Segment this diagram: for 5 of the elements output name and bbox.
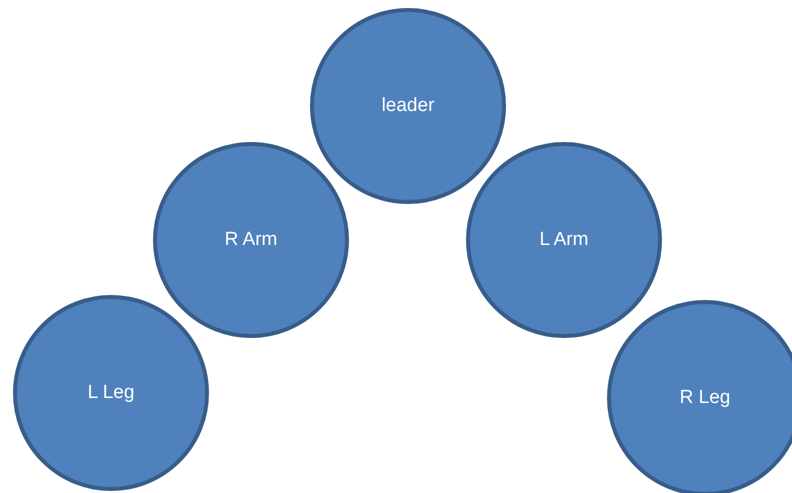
node-label: R Arm	[224, 229, 278, 251]
node-label: L Arm	[540, 229, 588, 251]
node-label: R Leg	[680, 387, 730, 409]
node-label: L Leg	[88, 382, 134, 404]
node-label: leader	[382, 95, 434, 117]
